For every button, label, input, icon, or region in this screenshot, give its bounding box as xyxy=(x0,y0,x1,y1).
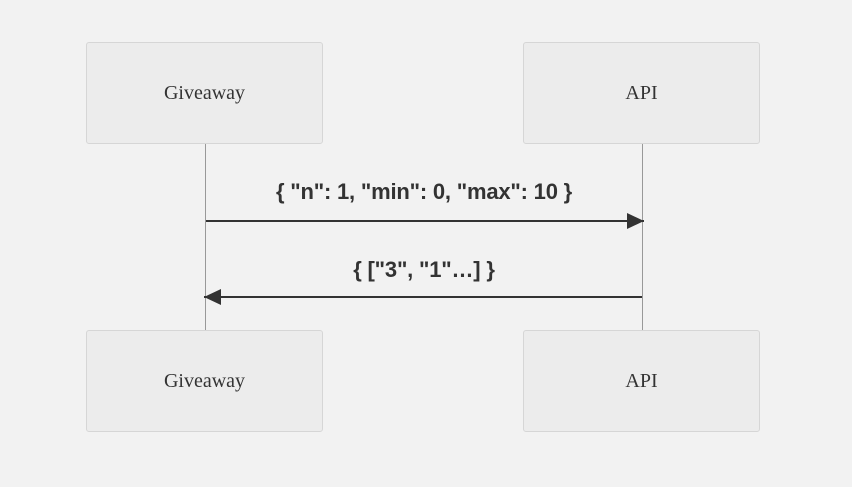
message-label-request: { "n": 1, "min": 0, "max": 10 } xyxy=(275,179,573,204)
actor-giveaway-top: Giveaway xyxy=(86,42,323,144)
actor-api-top: API xyxy=(523,42,760,144)
actor-api-bottom: API xyxy=(523,330,760,432)
actor-label: Giveaway xyxy=(163,81,246,104)
actor-giveaway-bottom: Giveaway xyxy=(86,330,323,432)
actor-label: Giveaway xyxy=(163,369,246,392)
message-label-response: { ["3", "1"…] } xyxy=(353,257,495,282)
actor-label: API xyxy=(625,369,658,392)
actor-label: API xyxy=(625,81,658,104)
